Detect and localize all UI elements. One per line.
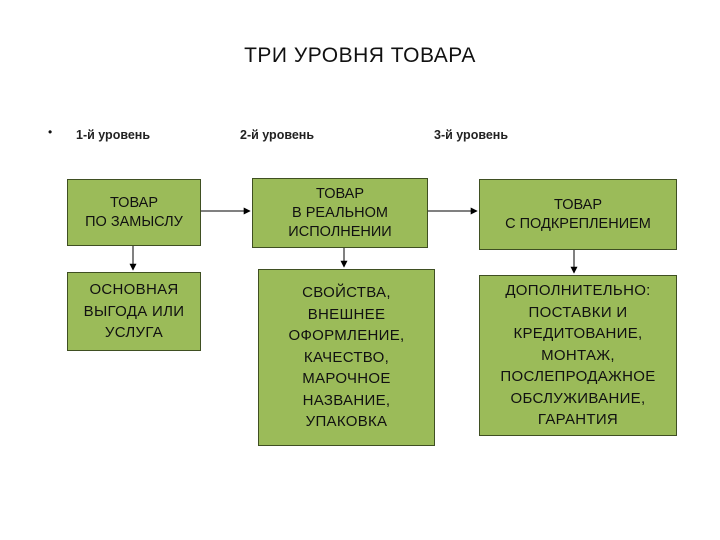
level-2-details-text: СВОЙСТВА, ВНЕШНЕЕ ОФОРМЛЕНИЕ, КАЧЕСТВО, … [288,284,405,431]
level-2-details-box: СВОЙСТВА, ВНЕШНЕЕ ОФОРМЛЕНИЕ, КАЧЕСТВО, … [258,269,435,446]
level-1-details-box: ОСНОВНАЯ ВЫГОДА ИЛИ УСЛУГА [67,272,201,351]
level-3-product-text: ТОВАР С ПОДКРЕПЛЕНИЕМ [505,196,651,232]
level-1-details-text: ОСНОВНАЯ ВЫГОДА ИЛИ УСЛУГА [83,281,185,342]
level-2-label: 2-й уровень [240,128,315,142]
level-1-label: 1-й уровень [76,128,151,142]
bullet-marker: • [48,125,53,139]
diagram-title: ТРИ УРОВНЯ ТОВАРА [244,44,476,67]
level-3-label: 3-й уровень [434,128,509,142]
level-3-details-box: ДОПОЛНИТЕЛЬНО: ПОСТАВКИ И КРЕДИТОВАНИЕ, … [479,275,677,436]
level-3-details-text: ДОПОЛНИТЕЛЬНО: ПОСТАВКИ И КРЕДИТОВАНИЕ, … [500,282,656,429]
level-1-product-box: ТОВАР ПО ЗАМЫСЛУ [67,179,201,246]
level-2-product-box: ТОВАР В РЕАЛЬНОМ ИСПОЛНЕНИИ [252,178,428,248]
level-2-product-text: ТОВАР В РЕАЛЬНОМ ИСПОЛНЕНИИ [288,185,392,240]
level-3-product-box: ТОВАР С ПОДКРЕПЛЕНИЕМ [479,179,677,250]
level-1-product-text: ТОВАР ПО ЗАМЫСЛУ [85,194,183,230]
